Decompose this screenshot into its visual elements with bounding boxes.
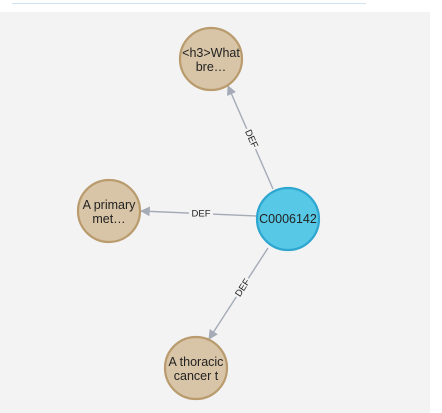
node-label-line2: cancer t bbox=[174, 369, 219, 383]
edge-label-bg bbox=[189, 208, 213, 220]
node-concept-center[interactable]: C0006142 bbox=[255, 186, 321, 252]
node-circle bbox=[163, 335, 229, 401]
top-divider bbox=[12, 3, 366, 4]
edge-label: DEF bbox=[192, 209, 211, 220]
node-label-line2: bre… bbox=[196, 60, 227, 74]
top-strip bbox=[0, 0, 442, 12]
node-label-line1: A primary bbox=[83, 198, 137, 212]
node-circle bbox=[255, 186, 321, 252]
edge-label-bg bbox=[231, 275, 255, 301]
edge-def-to-top[interactable]: DEF bbox=[227, 85, 274, 190]
node-label-line2: met… bbox=[92, 212, 125, 226]
edge-def-to-left[interactable]: DEF bbox=[140, 206, 257, 220]
node-definition-bottom[interactable]: A thoracic cancer t bbox=[163, 335, 229, 401]
node-label-line1: A thoracic bbox=[169, 355, 224, 369]
node-circle bbox=[76, 178, 142, 244]
node-label: C0006142 bbox=[259, 212, 317, 226]
node-circle bbox=[178, 26, 244, 92]
node-definition-top[interactable]: <h3>What bre… bbox=[178, 26, 244, 92]
edge-label-bg bbox=[241, 126, 261, 152]
node-label-line1: <h3>What bbox=[182, 46, 240, 60]
edge-def-to-bottom[interactable]: DEF bbox=[208, 247, 269, 340]
node-definition-left[interactable]: A primary met… bbox=[76, 178, 142, 244]
